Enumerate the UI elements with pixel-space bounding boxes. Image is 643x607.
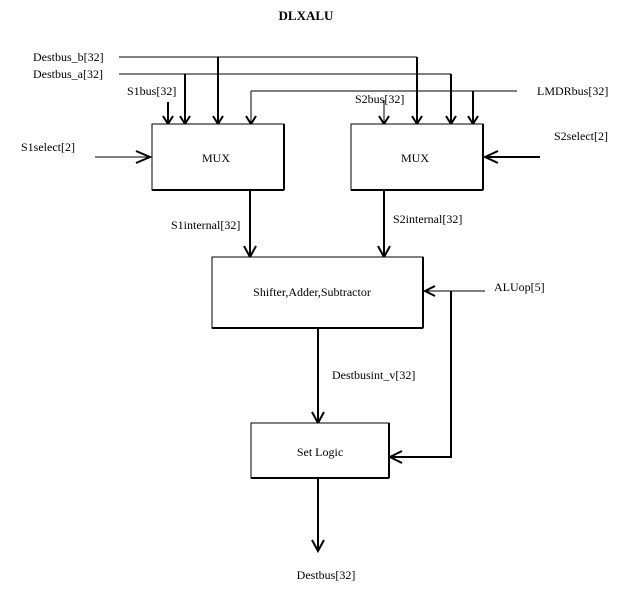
arrowhead-icon xyxy=(311,539,325,554)
destbus-label: Destbus[32] xyxy=(297,568,356,582)
s1bus-label: S1bus[32] xyxy=(127,84,176,98)
s1select-label: S1select[2] xyxy=(21,140,75,154)
diagram-title: DLXALU xyxy=(279,8,335,23)
alu-block xyxy=(211,256,424,329)
set-logic-block xyxy=(250,422,390,479)
s2bus-label: S2bus[32] xyxy=(355,92,404,106)
set-logic-label: Set Logic xyxy=(297,445,343,459)
mux1-label: MUX xyxy=(202,151,230,165)
destbusint-v-label: Destbusint_v[32] xyxy=(332,368,415,382)
destbus-a-label: Destbus_a[32] xyxy=(33,67,103,81)
aluop-label: ALUop[5] xyxy=(494,280,545,294)
s2select-label: S2select[2] xyxy=(554,129,608,143)
mux2-label: MUX xyxy=(401,151,429,165)
alu-label: Shifter,Adder,Subtractor xyxy=(253,285,371,299)
aluop-setlogic-wire xyxy=(390,291,452,458)
arrowhead-icon xyxy=(135,150,153,164)
s1internal-label: S1internal[32] xyxy=(171,218,240,232)
destbus-b-label: Destbus_b[32] xyxy=(33,50,104,64)
lmdrbus-label: LMDRbus[32] xyxy=(537,84,608,98)
arrowhead-icon xyxy=(422,285,436,297)
arrowhead-icon xyxy=(482,150,499,164)
mux1-block xyxy=(151,123,285,191)
s2internal-label: S2internal[32] xyxy=(393,212,462,226)
